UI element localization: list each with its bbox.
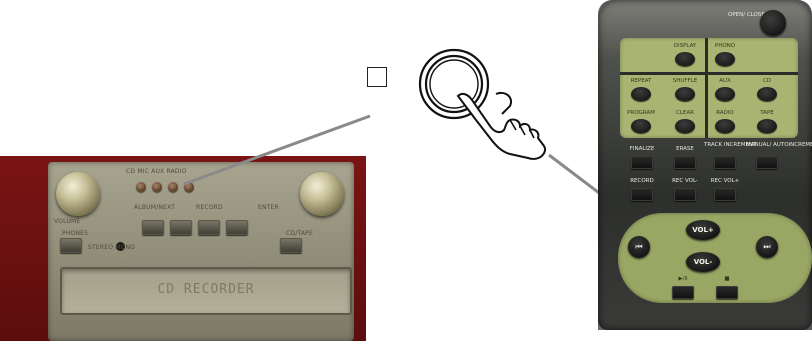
repeat-button[interactable] xyxy=(631,87,651,101)
erase-label: ERASE xyxy=(670,146,700,152)
cd-button[interactable] xyxy=(757,87,777,101)
finalize-button[interactable] xyxy=(631,156,653,169)
shuffle-label: SHUFFLE xyxy=(670,78,700,84)
button-callout-icon xyxy=(367,67,387,87)
erase-button[interactable] xyxy=(674,156,696,169)
finalize-label: FINALIZE xyxy=(626,146,658,152)
display-label: DISPLAY xyxy=(670,43,700,49)
hand-pointer-icon xyxy=(410,38,560,163)
previous-track-button[interactable]: ⏮ xyxy=(628,236,650,258)
rec-vol-plus-button[interactable] xyxy=(714,188,736,201)
record-label: RECORD xyxy=(626,178,658,184)
aux-label: AUX xyxy=(710,78,740,84)
manual-autoincrement-label: MANUAL/ AUTOINCREMENT xyxy=(746,142,792,148)
play-pause-label: ▶/II xyxy=(670,276,696,282)
shuffle-button[interactable] xyxy=(675,87,695,101)
tape-button[interactable] xyxy=(757,119,777,133)
radio-button[interactable] xyxy=(715,119,735,133)
repeat-label: REPEAT xyxy=(626,78,656,84)
phono-button[interactable] xyxy=(715,52,735,66)
remote-photo: OPEN/ CLOSE DISPLAY PHONO REPEAT SHUFFLE… xyxy=(598,0,812,330)
open-close-label: OPEN/ CLOSE xyxy=(728,12,758,18)
record-button[interactable] xyxy=(631,188,653,201)
aux-button[interactable] xyxy=(715,87,735,101)
stereo-callout-line xyxy=(184,116,370,184)
rec-vol-plus-label: REC VOL+ xyxy=(708,178,742,184)
track-increment-label: TRACK INCREMENT xyxy=(704,142,744,148)
program-label: PROGRAM xyxy=(626,110,656,116)
open-close-button[interactable] xyxy=(760,10,786,36)
panel-divider-vertical xyxy=(705,38,708,138)
radio-label: RADIO xyxy=(710,110,740,116)
track-increment-button[interactable] xyxy=(714,156,736,169)
vol-minus-button[interactable]: VOL- xyxy=(686,252,720,272)
tape-label: TAPE xyxy=(752,110,782,116)
clear-label: CLEAR xyxy=(670,110,700,116)
panel-divider-horizontal xyxy=(620,72,798,75)
phono-label: PHONO xyxy=(710,43,740,49)
stop-label: ■ xyxy=(714,276,740,282)
rec-vol-minus-label: REC VOL- xyxy=(668,178,702,184)
manual-autoincrement-button[interactable] xyxy=(756,156,778,169)
display-button[interactable] xyxy=(675,52,695,66)
clear-button[interactable] xyxy=(675,119,695,133)
play-pause-button[interactable] xyxy=(672,286,694,299)
stop-button[interactable] xyxy=(716,286,738,299)
cd-label: CD xyxy=(752,78,782,84)
next-track-button[interactable]: ⏭ xyxy=(756,236,778,258)
program-button[interactable] xyxy=(631,119,651,133)
vol-plus-button[interactable]: VOL+ xyxy=(686,220,720,240)
rec-vol-minus-button[interactable] xyxy=(674,188,696,201)
